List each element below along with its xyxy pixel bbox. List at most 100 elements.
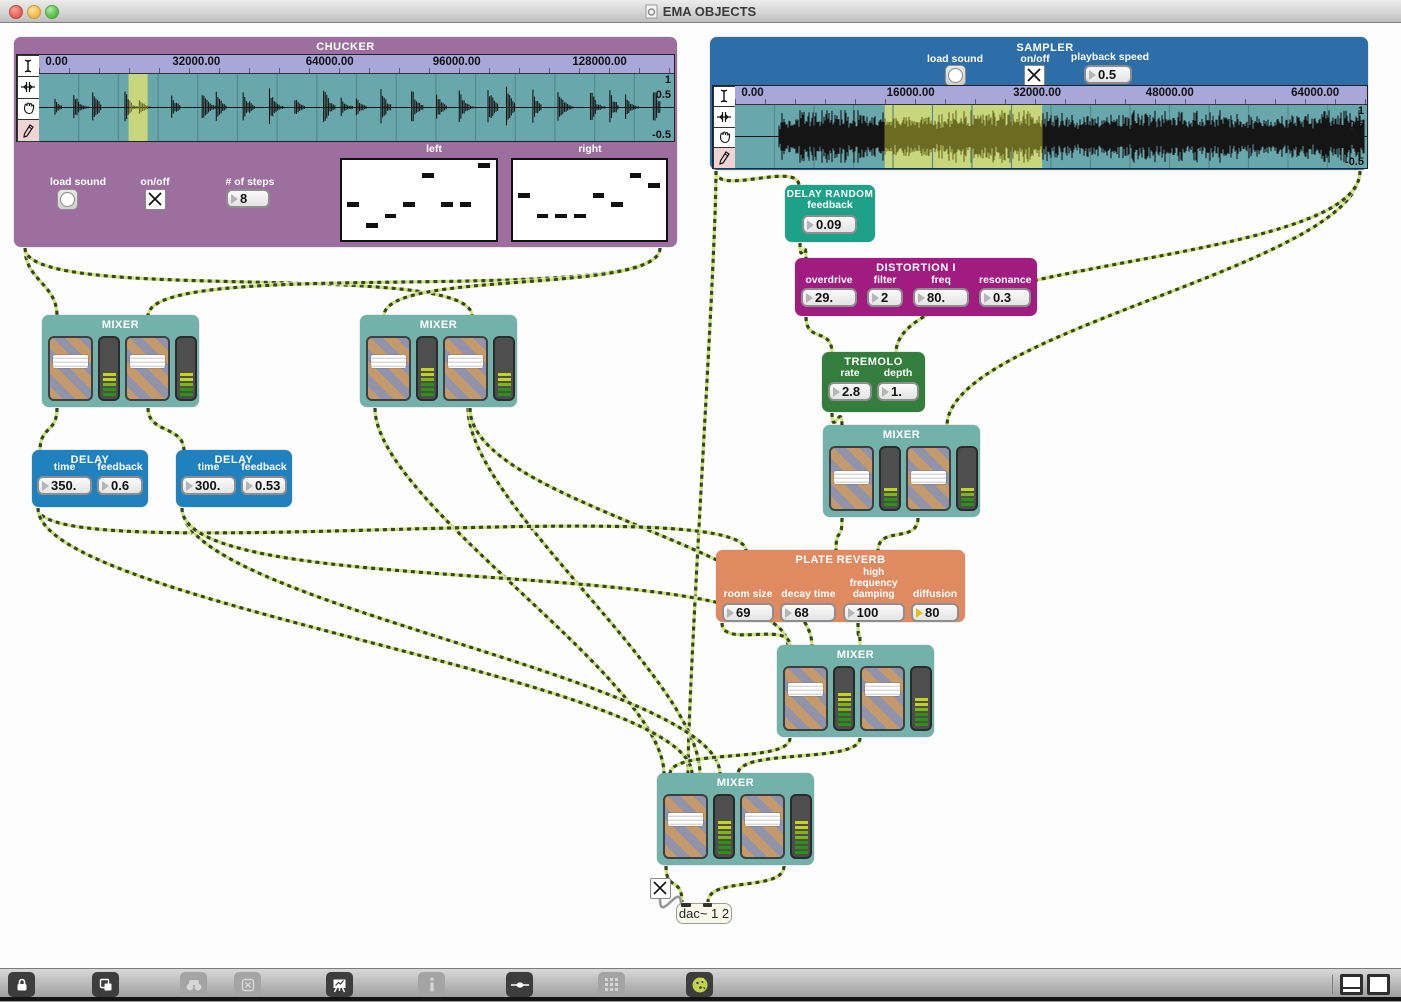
step-cell[interactable]	[518, 193, 530, 198]
filter-numberbox[interactable]: 2	[867, 288, 903, 307]
step-cell[interactable]	[629, 173, 642, 178]
step-cell[interactable]	[365, 223, 378, 228]
diffusion-numberbox[interactable]: 80	[910, 603, 959, 622]
ruler-tick: 0.00	[741, 87, 764, 99]
hf-damping-numberbox[interactable]: 100	[842, 603, 905, 622]
sampler-waveform-editor[interactable]: 0.00 16000.00 32000.00 48000.00 64000.00…	[712, 85, 1368, 169]
slider-handle[interactable]	[53, 354, 88, 368]
resonance-numberbox[interactable]: 0.3	[979, 288, 1031, 307]
load-sound-bang-button[interactable]	[57, 189, 78, 210]
sampler-time-ruler[interactable]: 0.00 16000.00 32000.00 48000.00 64000.00	[735, 86, 1367, 105]
playback-speed-numberbox[interactable]: 0.5	[1084, 65, 1132, 84]
output-toggle[interactable]	[650, 878, 671, 899]
feedback-numberbox[interactable]: 0.6	[97, 476, 143, 495]
info-icon[interactable]	[418, 972, 445, 997]
chucker-time-ruler[interactable]: 0.00 32000.00 64000.00 96000.00 128000.0…	[39, 55, 674, 74]
depth-label: depth	[883, 367, 913, 379]
presentation-mode-icon[interactable]	[326, 972, 353, 997]
step-cell[interactable]	[347, 202, 359, 207]
playback-speed-label: playback speed	[1070, 51, 1150, 63]
dac-object-box[interactable]: dac~ 1 2	[676, 903, 732, 924]
step-cell[interactable]	[648, 183, 660, 188]
paste-icon[interactable]	[92, 972, 119, 997]
ruler-tick: 96000.00	[432, 56, 481, 68]
chucker-onoff-toggle[interactable]	[145, 189, 166, 210]
freq-numberbox[interactable]: 80.	[913, 288, 969, 307]
step-cell[interactable]	[422, 173, 434, 178]
slider-handle[interactable]	[668, 812, 703, 826]
step-cell[interactable]	[573, 213, 586, 219]
feedback-numberbox[interactable]: 0.09	[802, 215, 857, 234]
left-multislider[interactable]	[340, 158, 498, 242]
volume-slider[interactable]	[829, 446, 874, 511]
lock-icon[interactable]	[8, 972, 35, 997]
mixer-panel: MIXER	[42, 315, 199, 407]
split-window-icon[interactable]	[1340, 974, 1363, 995]
rate-numberbox[interactable]: 2.8	[828, 382, 872, 401]
ibeam-select-tool[interactable]	[16, 54, 40, 77]
dac-inlet-left[interactable]	[681, 903, 691, 907]
slider-handle[interactable]	[788, 683, 823, 697]
volume-slider[interactable]	[48, 336, 93, 401]
slider-handle[interactable]	[371, 354, 406, 368]
chucker-waveform-editor[interactable]: 0.00 32000.00 64000.00 96000.00 128000.0…	[16, 54, 675, 142]
grid-icon[interactable]	[598, 972, 625, 997]
hand-scroll-tool[interactable]	[16, 97, 40, 120]
minimize-button[interactable]	[27, 5, 41, 19]
level-meter	[879, 446, 901, 511]
dac-inlet-right[interactable]	[703, 903, 712, 907]
step-cell[interactable]	[403, 202, 415, 207]
audio-fx-icon[interactable]	[686, 972, 713, 997]
slider-handle[interactable]	[911, 471, 946, 485]
volume-slider[interactable]	[906, 446, 951, 511]
window-icon[interactable]	[1367, 974, 1390, 995]
patch-cord-mode-icon[interactable]	[506, 972, 533, 997]
right-multislider[interactable]	[511, 158, 668, 242]
step-cell[interactable]	[555, 213, 567, 219]
num-steps-numberbox[interactable]: 8	[226, 189, 270, 208]
time-numberbox[interactable]: 300.	[181, 476, 236, 495]
slider-handle[interactable]	[745, 812, 780, 826]
binoculars-search-icon[interactable]	[180, 972, 207, 997]
overdrive-numberbox[interactable]: 29.	[801, 288, 857, 307]
close-box-icon[interactable]	[234, 972, 261, 997]
time-numberbox[interactable]: 350.	[37, 476, 92, 495]
room-size-numberbox[interactable]: 69	[722, 603, 774, 622]
step-cell[interactable]	[459, 202, 472, 207]
volume-slider[interactable]	[783, 666, 828, 731]
feedback-numberbox[interactable]: 0.53	[241, 476, 287, 495]
sampler-waveform-display[interactable]: 1 0.5 -0.5	[735, 105, 1367, 168]
volume-slider[interactable]	[125, 336, 170, 401]
step-cell[interactable]	[536, 213, 549, 219]
close-button[interactable]	[9, 5, 23, 19]
mixer-title: MIXER	[836, 649, 875, 661]
pencil-draw-tool[interactable]	[16, 119, 40, 142]
depth-numberbox[interactable]: 1.	[877, 382, 919, 401]
slider-handle[interactable]	[130, 354, 165, 368]
step-cell[interactable]	[478, 163, 490, 168]
ruler-tick: 48000.00	[1145, 87, 1194, 99]
volume-slider[interactable]	[663, 794, 708, 859]
step-cell[interactable]	[611, 202, 623, 207]
volume-slider[interactable]	[740, 794, 785, 859]
chucker-waveform-display[interactable]: 1 0.5 -0.5	[39, 74, 674, 141]
decay-time-numberbox[interactable]: 68	[780, 603, 837, 622]
mixer-title: MIXER	[419, 319, 458, 331]
step-cell[interactable]	[384, 213, 397, 219]
pencil-draw-tool[interactable]	[712, 147, 736, 169]
volume-slider[interactable]	[860, 666, 905, 731]
volume-slider[interactable]	[443, 336, 488, 401]
hand-scroll-tool[interactable]	[712, 126, 736, 148]
step-cell[interactable]	[592, 193, 605, 198]
slider-handle[interactable]	[865, 683, 900, 697]
load-sound-bang-button[interactable]	[945, 65, 966, 86]
volume-slider[interactable]	[366, 336, 411, 401]
ibeam-select-tool[interactable]	[712, 85, 736, 107]
slider-handle[interactable]	[834, 471, 869, 485]
zoom-button[interactable]	[45, 5, 59, 19]
loop-adjust-tool[interactable]	[712, 106, 736, 128]
sampler-onoff-toggle[interactable]	[1024, 65, 1045, 86]
slider-handle[interactable]	[448, 354, 483, 368]
loop-adjust-tool[interactable]	[16, 76, 40, 99]
step-cell[interactable]	[440, 202, 453, 207]
